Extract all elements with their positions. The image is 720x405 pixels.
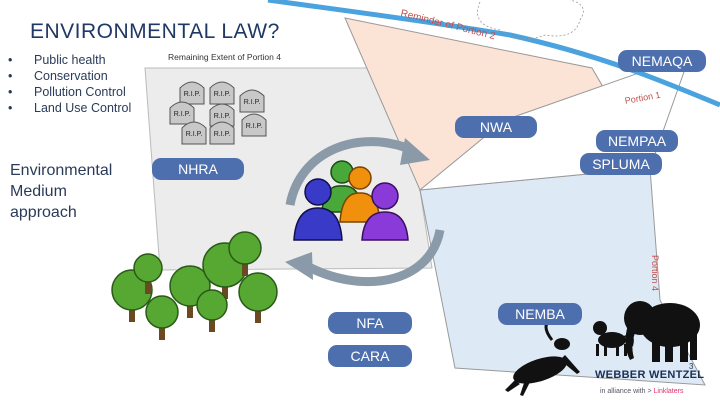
person-purple-icon (361, 182, 409, 241)
cycle-arrowhead-top (400, 138, 430, 165)
tree-icon (238, 272, 278, 323)
spluma-box: SPLUMA (580, 153, 662, 175)
bullet-dot-icon: • (8, 69, 13, 83)
bullet-dot-icon: • (8, 85, 13, 99)
gravestone-icon: R.I.P. (209, 121, 235, 145)
bullet-dot-icon: • (8, 101, 13, 115)
portion-4-parcel (419, 167, 706, 386)
bullet-item: •Public health (8, 53, 106, 67)
gravestone-label: R.I.P. (214, 91, 231, 98)
monkey-icon (593, 321, 634, 356)
river-line (267, 0, 720, 108)
bullet-item: •Land Use Control (8, 101, 132, 115)
nempaa-box: NEMPAA (596, 130, 678, 152)
cycle-arrow-top (285, 137, 414, 206)
bullet-item: •Conservation (8, 69, 108, 83)
gravestone-label: R.I.P. (214, 113, 231, 120)
gravestone-label: R.I.P. (214, 131, 231, 138)
gravestone-icon: R.I.P. (239, 89, 265, 113)
gravestone-label: R.I.P. (246, 123, 263, 130)
nhra-box: NHRA (152, 158, 244, 180)
portion-4-label: Portion 4 (650, 255, 660, 292)
gravestone-icon: R.I.P. (209, 81, 235, 105)
nemba-box: NEMBA (498, 303, 582, 325)
topic-bullet-list: •Public health •Conservation •Pollution … (8, 52, 131, 116)
person-blue-icon (293, 178, 343, 241)
remaining-extent-label: Remaining Extent of Portion 4 (168, 52, 281, 62)
cara-box: CARA (328, 345, 412, 367)
elephant-icon (624, 301, 700, 362)
nemaqa-box: NEMAQA (618, 50, 706, 72)
bullet-dot-icon: • (8, 53, 13, 67)
graveyard: R.I.P. R.I.P. R.I.P. R.I.P. R.I.P. R.I.P. R.I.… (169, 81, 267, 145)
tree-icon (145, 295, 179, 340)
logo-tagline: in alliance with > Linklaters (600, 388, 684, 395)
webber-wentzel-logo: WEBBER WENTZEL (595, 369, 705, 381)
gravestone-label: R.I.P. (184, 91, 201, 98)
gravestone-icon: R.I.P. (241, 113, 267, 137)
cycle-arrowhead-bottom (285, 252, 313, 280)
bullet-item: •Pollution Control (8, 85, 126, 99)
page-title: ENVIRONMENTAL LAW? (30, 20, 280, 43)
gravestone-icon: R.I.P. (179, 81, 205, 105)
person-orange-icon (339, 166, 381, 223)
gravestone-icon: R.I.P. (169, 101, 195, 125)
gravestone-label: R.I.P. (174, 111, 191, 118)
gravestone-icon: R.I.P. (181, 121, 207, 145)
gravestone-label: R.I.P. (186, 131, 203, 138)
tree-icon (133, 253, 163, 294)
gravestone-label: R.I.P. (244, 99, 261, 106)
nwa-box: NWA (455, 116, 537, 138)
nfa-box: NFA (328, 312, 412, 334)
cycle-arrow-bottom (302, 228, 445, 287)
tree-icon (228, 231, 262, 276)
people-group-icon (293, 160, 409, 241)
sketch-cloud (477, 0, 584, 40)
forest (111, 231, 278, 340)
page-number: 3 (689, 362, 694, 371)
approach-text: Environmental Medium approach (10, 162, 113, 221)
gravestone-icon: R.I.P. (209, 103, 235, 127)
tree-icon (196, 289, 228, 332)
